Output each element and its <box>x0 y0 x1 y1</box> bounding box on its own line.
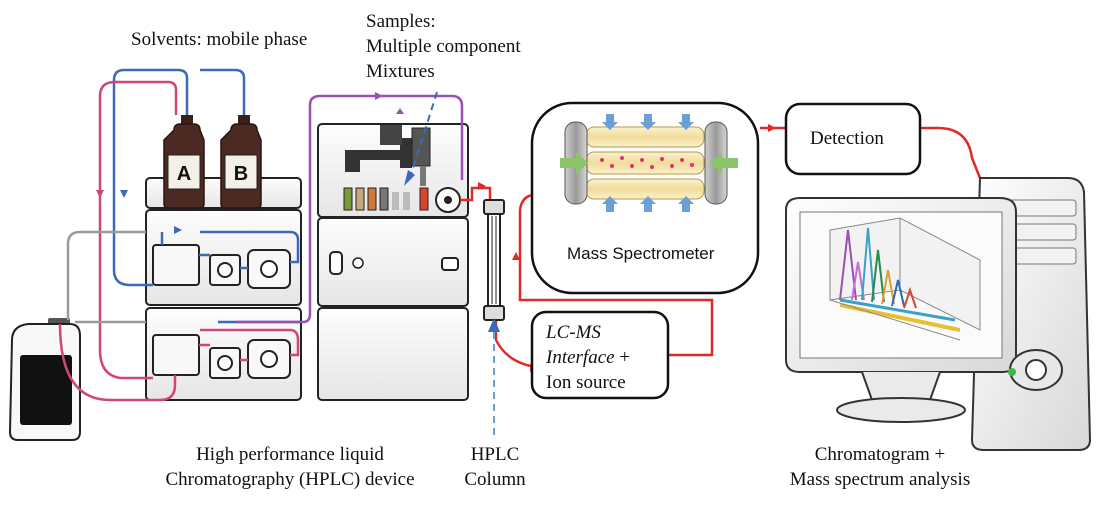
hplc-column-label-2: Column <box>464 469 526 490</box>
solvents-label: Solvents: mobile phase <box>131 29 308 50</box>
samples-label-2: Multiple component <box>366 36 521 57</box>
bottle-a-label: A <box>177 163 191 185</box>
solvent-bottle-b: B <box>220 115 262 209</box>
purple-tubing <box>236 94 464 324</box>
solvent-bottle-a: A <box>163 115 205 209</box>
autosampler-unit <box>317 123 469 401</box>
hplc-device <box>145 177 302 401</box>
mass-spectrometer-label: Mass Spectrometer <box>567 244 715 263</box>
hplc-device-label-2: Chromatography (HPLC) device <box>165 469 415 490</box>
hplc-device-label-1: High performance liquid <box>196 444 384 465</box>
bottle-b-label: B <box>234 163 248 185</box>
sample-arrow <box>404 91 438 186</box>
waste-container <box>8 318 81 441</box>
detection-box <box>784 102 922 176</box>
hplc-column-label-1: HPLC <box>470 444 520 465</box>
interface-label-3: Ion source <box>546 372 626 393</box>
flow-arrows-left <box>120 190 182 234</box>
computer <box>785 177 1092 451</box>
interface-label-2: Interface <box>546 347 615 368</box>
samples-label-3: Mixtures <box>366 61 435 82</box>
lcms-interface-box <box>530 310 670 400</box>
mass-spectrometer <box>530 101 760 295</box>
detection-label: Detection <box>810 128 884 149</box>
analysis-label-2: Mass spectrum analysis <box>789 469 971 490</box>
interface-label-plus: + <box>619 347 631 368</box>
hplc-column <box>483 199 505 438</box>
samples-label-1: Samples: <box>366 11 436 32</box>
magenta-tubing <box>58 80 300 402</box>
gray-tubing <box>66 230 146 324</box>
interface-label-2-wrap: Interface + <box>546 346 630 370</box>
interface-label-1: LC-MS <box>546 322 601 343</box>
blue-tubing <box>112 68 300 324</box>
analysis-label-1: Chromatogram + <box>814 444 946 465</box>
